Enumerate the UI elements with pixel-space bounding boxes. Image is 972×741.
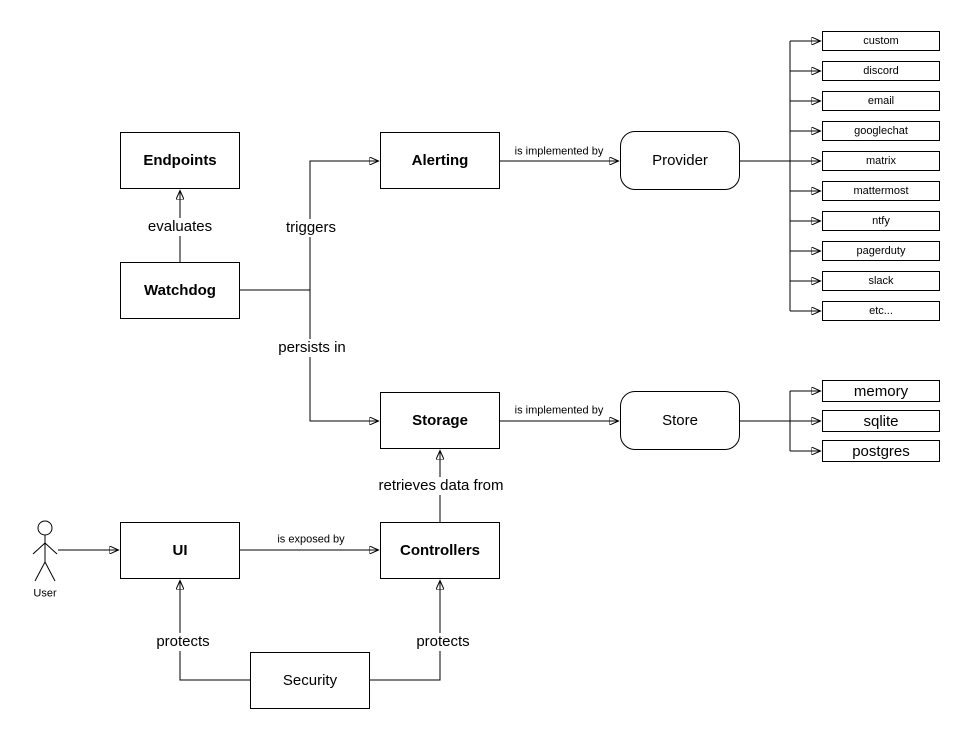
- node-provider: Provider: [620, 131, 740, 190]
- provider-impl-slack: slack: [822, 271, 940, 291]
- provider-impl-discord: discord: [822, 61, 940, 81]
- provider-impl-googlechat: googlechat: [822, 121, 940, 141]
- provider-impl-mattermost: mattermost: [822, 181, 940, 201]
- node-alerting: Alerting: [380, 132, 500, 189]
- provider-impl-email: email: [822, 91, 940, 111]
- store-impl-memory: memory: [822, 380, 940, 402]
- node-store: Store: [620, 391, 740, 450]
- provider-impl-custom: custom: [822, 31, 940, 51]
- node-controllers: Controllers: [380, 522, 500, 579]
- label-evaluates: evaluates: [144, 218, 216, 236]
- node-endpoints: Endpoints: [120, 132, 240, 189]
- user-actor-icon: [32, 520, 58, 582]
- provider-impl-matrix: matrix: [822, 151, 940, 171]
- edge-watchdog-storage: [309, 290, 378, 421]
- node-security: Security: [250, 652, 370, 709]
- node-watchdog: Watchdog: [120, 262, 240, 319]
- node-storage: Storage: [380, 392, 500, 449]
- store-impl-postgres: postgres: [822, 440, 940, 462]
- label-is-exposed-by: is exposed by: [274, 533, 348, 547]
- label-protects-ui: protects: [153, 633, 213, 651]
- provider-impl-etc: etc...: [822, 301, 940, 321]
- provider-impl-ntfy: ntfy: [822, 211, 940, 231]
- label-is-implemented-by-storage: is implemented by: [511, 404, 607, 418]
- label-is-implemented-by-alerting: is implemented by: [511, 145, 607, 159]
- edge-provider-trunk: [740, 41, 791, 311]
- edge-store-trunk: [740, 391, 791, 451]
- provider-impl-pagerduty: pagerduty: [822, 241, 940, 261]
- label-retrieves-data-from: retrieves data from: [375, 477, 507, 495]
- store-impl-sqlite: sqlite: [822, 410, 940, 432]
- node-ui: UI: [120, 522, 240, 579]
- user-actor-label: User: [32, 587, 58, 601]
- edge-security-controllers: [370, 581, 440, 681]
- label-triggers: triggers: [282, 219, 340, 237]
- edge-security-ui: [180, 581, 250, 681]
- label-persists-in: persists in: [275, 339, 349, 357]
- label-protects-controllers: protects: [413, 633, 473, 651]
